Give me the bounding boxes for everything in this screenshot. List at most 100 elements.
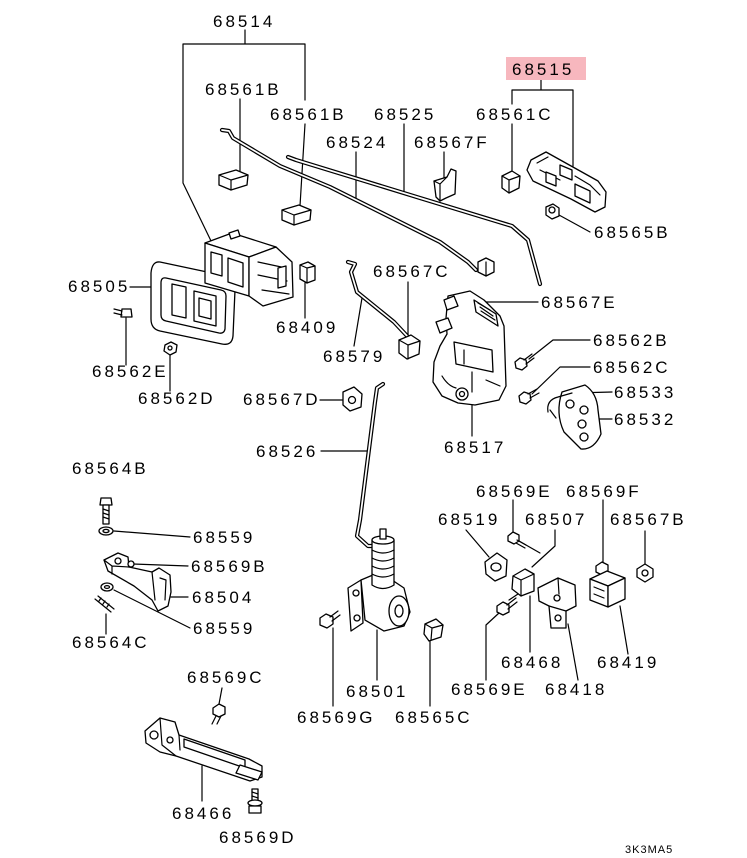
part-68562d-screw [163,341,178,356]
callout-68562c: 68562C [593,358,671,377]
part-68514-inside-handle [204,229,294,307]
part-68409-clip [299,261,316,284]
callout-68524: 68524 [326,133,388,152]
highlight-box [506,57,586,80]
callout-68569e-upper: 68569E [476,482,553,501]
part-68567b-clip [636,563,654,583]
leader-line-68565b [558,214,591,233]
rod-68525 [285,154,543,287]
part-68569g-screw [319,610,341,629]
callout-68561b-lower: 68561B [270,105,347,124]
callout-68569g: 68569G [297,708,376,727]
callout-68418: 68418 [545,680,607,699]
callout-68565b: 68565B [594,223,671,242]
callout-68569d: 68569D [219,828,297,847]
part-rod-connector [477,257,495,277]
callout-68419: 68419 [597,653,659,672]
callout-68569b: 68569B [191,557,268,576]
callout-68569c: 68569C [187,668,265,687]
part-68569d-bolt [247,788,263,814]
part-68504-door-check [103,552,172,612]
callout-68533: 68533 [614,383,676,402]
leader-line-68569e-lower [485,612,500,681]
leader-line-68569b [132,563,189,567]
part-68561b-clip-lower [281,204,312,226]
callout-68567d: 68567D [243,390,321,409]
callout-68569f: 68569F [566,482,642,501]
callout-68515-highlighted: 68515 [512,60,574,79]
leader-line-68559-upper [113,530,191,538]
callout-68579: 68579 [323,347,385,366]
callout-68514: 68514 [213,12,275,31]
callout-68468: 68468 [501,653,563,672]
leader-line-68569c [218,687,223,705]
part-68561c-clip [501,170,521,194]
part-68562c-screw [518,388,540,405]
part-68569c-bolt [211,703,226,725]
part-68466-hinge-bracket [144,717,263,782]
part-68565b-nut [545,203,560,220]
callout-68501: 68501 [346,682,408,701]
part-68562b-screw [514,353,535,371]
part-68501-lock-actuator [347,528,411,632]
callout-68532: 68532 [614,410,676,429]
callout-68562b: 68562B [593,331,670,350]
callout-labels: 68514 68561B 68561B 68525 68524 68567F 6… [68,12,687,847]
callout-68409: 68409 [276,318,338,337]
part-68519-bumper [484,552,508,582]
callout-68505: 68505 [68,277,130,296]
callout-68567c: 68567C [373,262,451,281]
callout-68565c: 68565C [395,708,473,727]
part-68567c-clip [398,334,421,360]
part-68569e-screw-lower [496,597,518,616]
leader-line-68419 [619,605,629,655]
callout-68517: 68517 [444,438,506,457]
leader-line-68515 [511,79,574,167]
part-68567f-clip [433,168,457,202]
leader-line-68519 [465,529,490,558]
part-68515-outside-handle [526,151,607,213]
callout-68561b-upper: 68561B [205,80,282,99]
leader-line-68507 [531,529,556,568]
callout-68504: 68504 [192,588,254,607]
leader-line-68562c [531,366,591,395]
part-68559-washer-upper [98,526,114,536]
callout-68564c: 68564C [72,633,150,652]
callout-68567f: 68567F [414,133,490,152]
callout-68567e: 68567E [541,293,618,312]
part-68569e-screw-upper [507,531,527,549]
leader-line-68579 [353,297,363,347]
part-68533-spring [547,392,573,419]
rod-68524 [219,127,479,273]
part-68565c-clip [423,618,444,642]
callout-68507: 68507 [525,510,587,529]
part-68569b-screw [127,560,135,568]
callout-68569e-lower: 68569E [451,680,528,699]
callout-68562d: 68562D [138,389,216,408]
callout-68559-lower: 68559 [193,619,255,638]
callout-68526: 68526 [256,442,318,461]
part-68564b-bolt [99,497,113,525]
callout-68559-upper: 68559 [193,528,255,547]
leader-line-68559-lower [113,589,191,629]
callout-68519: 68519 [438,510,500,529]
leader-line-68418 [567,623,579,681]
callout-68567b: 68567B [610,510,687,529]
rod-68526 [354,381,386,549]
callout-68561c: 68561C [476,105,554,124]
part-68564c-spring-pin [94,595,115,613]
part-68507-stopper [511,568,535,597]
part-68567e-clips [435,295,459,334]
leader-line-68561b-lower [299,123,306,207]
callout-68564b: 68564B [72,459,149,478]
rod-68579 [345,259,412,341]
callout-68466: 68466 [172,804,234,823]
callout-68562e: 68562E [92,362,169,381]
leader-line-68562b [528,339,591,360]
callout-68525: 68525 [374,105,436,124]
part-68532-striker-plate [558,384,602,450]
part-68418-bracket [537,577,577,629]
part-68561b-clip-upper [218,169,249,191]
part-68419-block [589,570,626,608]
